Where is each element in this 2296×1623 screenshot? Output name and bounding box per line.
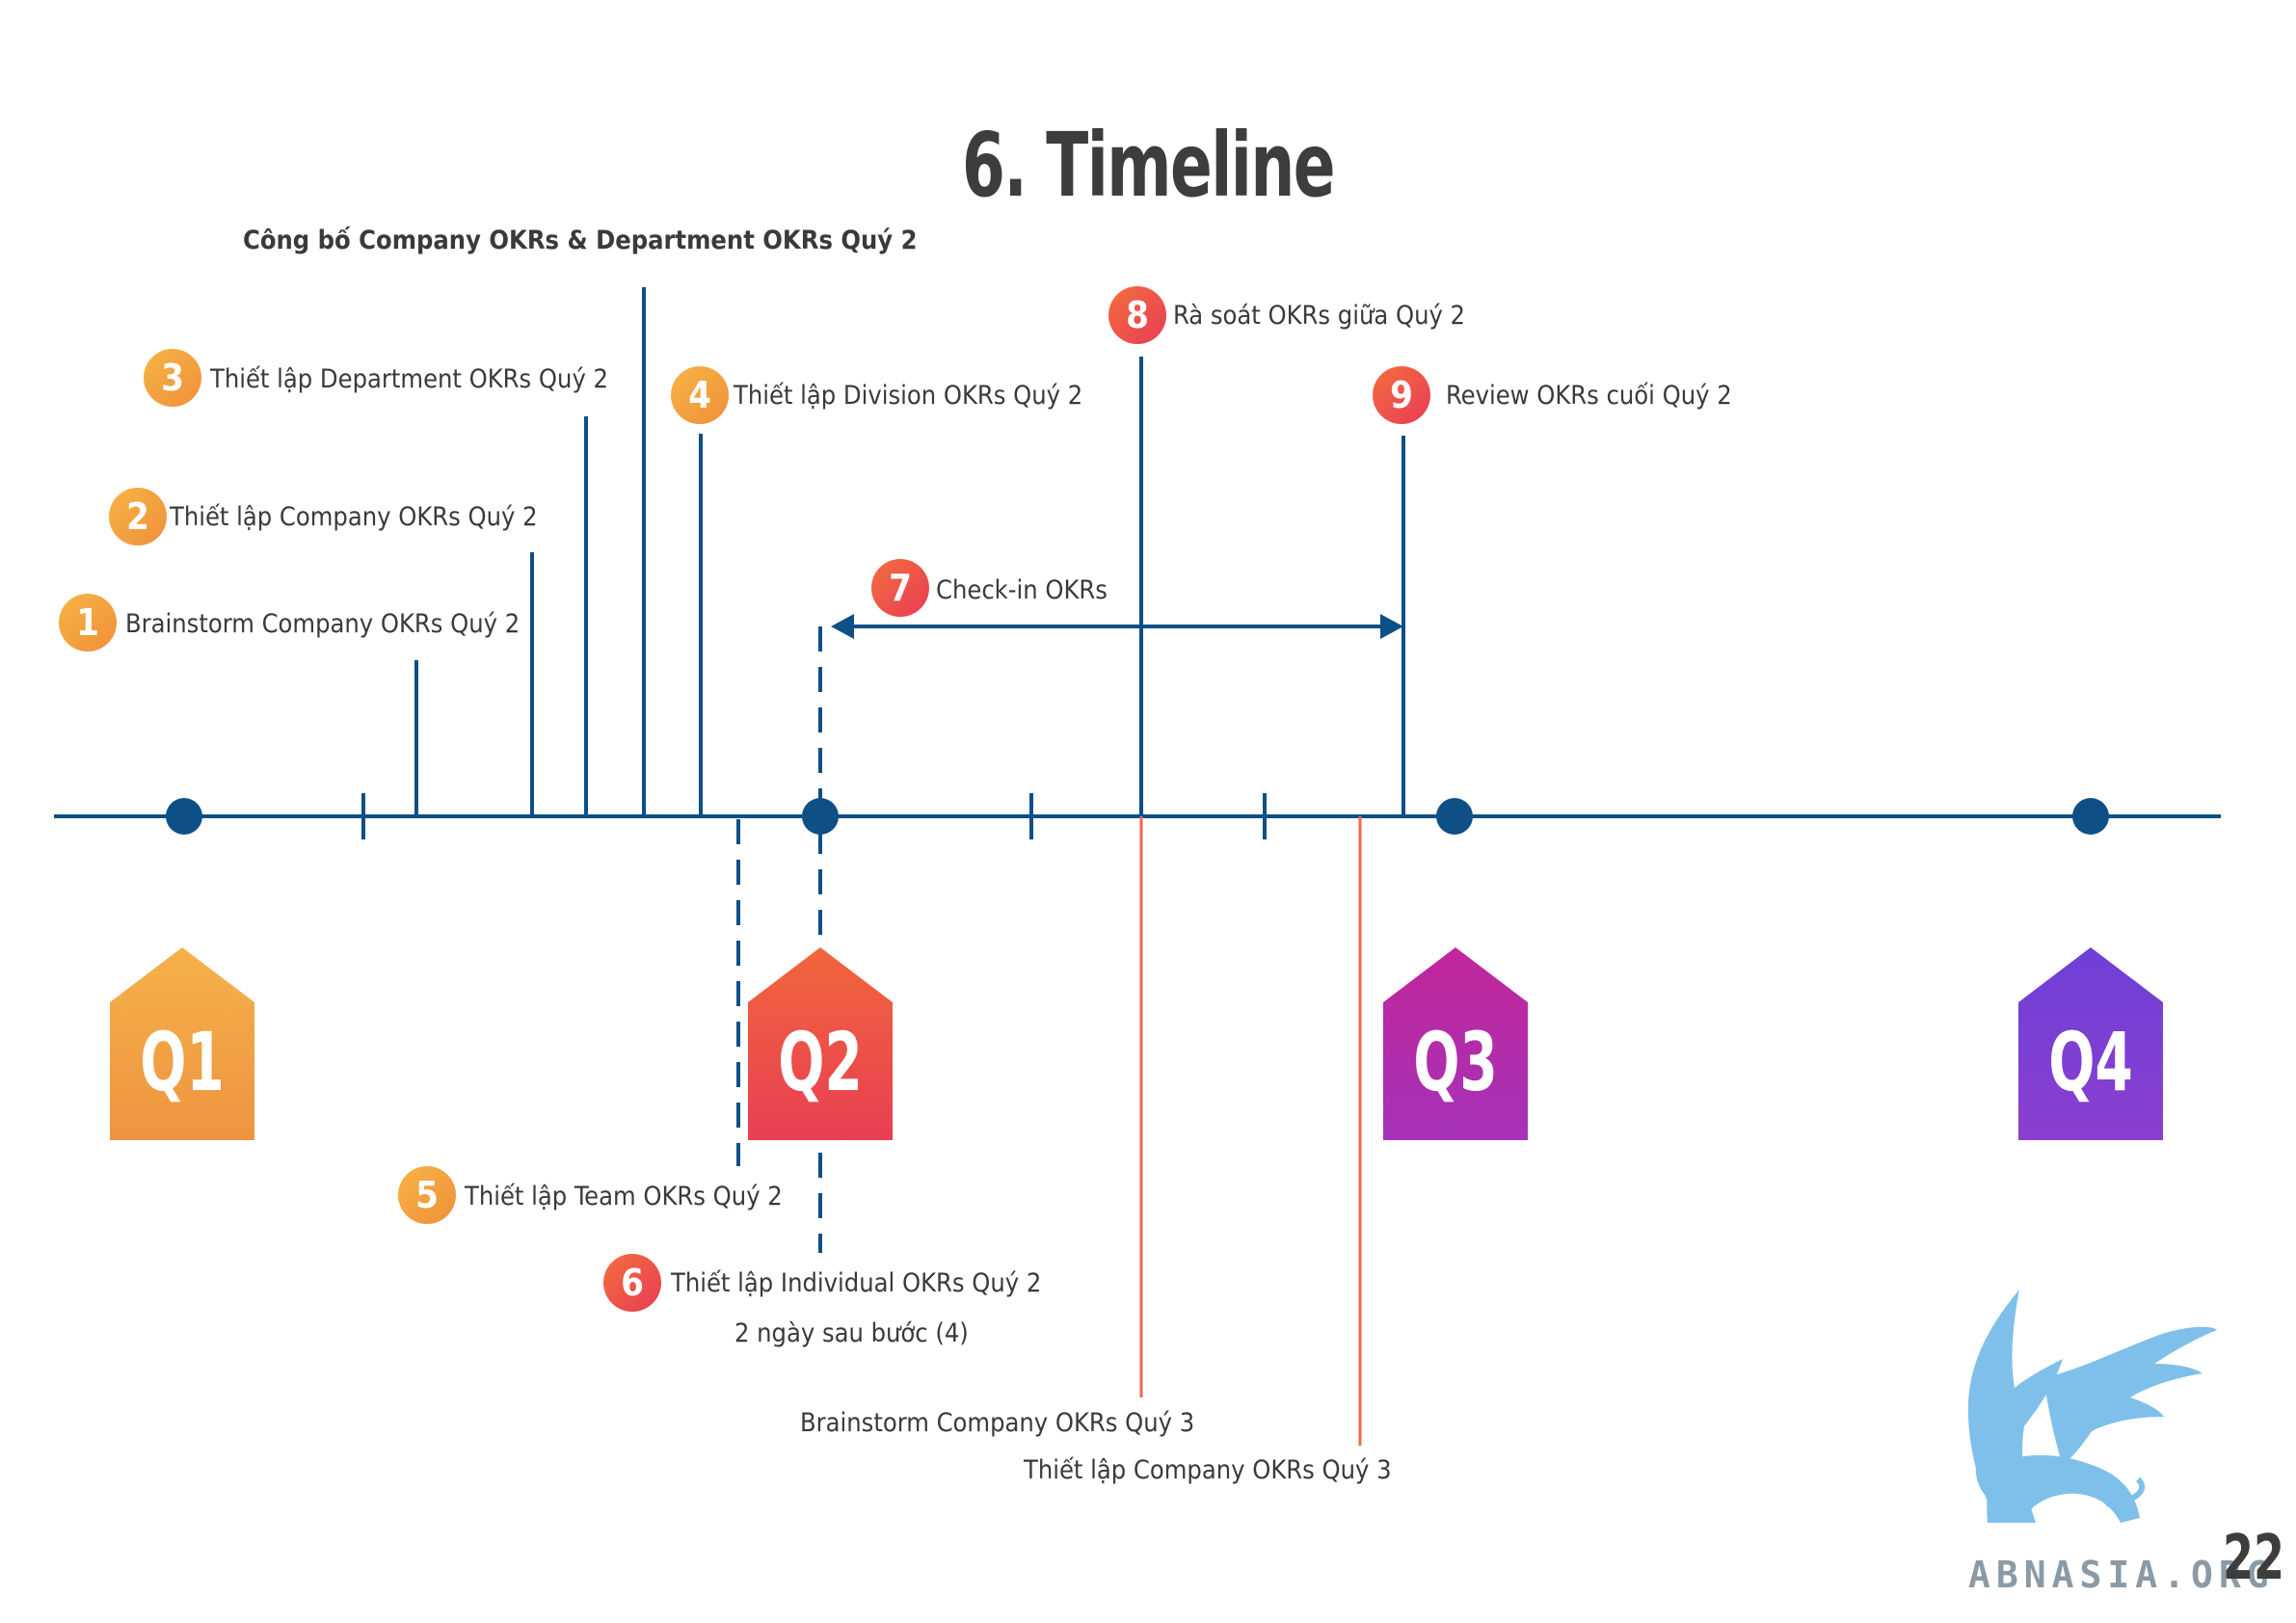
- step-4-label: Thiết lập Division OKRs Quý 2: [734, 381, 1083, 411]
- step-4-badge: 4: [671, 366, 729, 424]
- q1-marker: [110, 947, 254, 1140]
- q1-label: Q1: [140, 1015, 225, 1109]
- step-1-badge: 1: [59, 594, 117, 652]
- step-8-badge: 8: [1108, 286, 1166, 344]
- step-1-label: Brainstorm Company OKRs Quý 2: [125, 609, 521, 639]
- q3-dot: [1436, 798, 1473, 835]
- step-6-badge: 6: [603, 1254, 661, 1312]
- step-3-label: Thiết lập Department OKRs Quý 2: [210, 364, 608, 394]
- step-2-label: Thiết lập Company OKRs Quý 2: [170, 502, 538, 532]
- q2-marker: [748, 947, 893, 1140]
- q1-dot: [166, 798, 202, 835]
- step-5-badge: 5: [398, 1166, 456, 1224]
- griffin-logo-icon: [1967, 1290, 2217, 1523]
- slide-title: 6. Timeline: [962, 114, 1336, 217]
- q4-marker: [2018, 947, 2163, 1140]
- logo-text: ABNASIA.ORG: [1968, 1554, 2275, 1596]
- q3-marker: [1383, 947, 1528, 1140]
- q4-label: Q4: [2048, 1015, 2133, 1109]
- step-6-sub-label: 2 ngày sau bước (4): [734, 1318, 969, 1348]
- step-3-badge: 3: [144, 349, 201, 407]
- q2-label: Q2: [778, 1015, 863, 1109]
- q2-dot: [802, 798, 839, 835]
- step-7-badge: 7: [871, 559, 929, 617]
- step-9-label: Review OKRs cuối Quý 2: [1446, 381, 1732, 411]
- announce-label: Công bố Company OKRs & Department OKRs Q…: [243, 226, 918, 255]
- checkin-arrow-head-left: [831, 614, 854, 639]
- step-9-badge: 9: [1373, 366, 1430, 424]
- q3-brainstorm-label: Brainstorm Company OKRs Quý 3: [800, 1408, 1195, 1438]
- q3-setup-label: Thiết lập Company OKRs Quý 3: [1024, 1455, 1392, 1485]
- q4-dot: [2072, 798, 2109, 835]
- q3-label: Q3: [1413, 1015, 1498, 1109]
- step-2-badge: 2: [109, 488, 167, 545]
- page-number: 22: [2222, 1523, 2284, 1594]
- step-5-label: Thiết lập Team OKRs Quý 2: [465, 1182, 783, 1211]
- step-6-label: Thiết lập Individual OKRs Quý 2: [671, 1268, 1042, 1298]
- checkin-arrow-head-right: [1380, 614, 1403, 639]
- step-8-label: Rà soát OKRs giữa Quý 2: [1173, 301, 1466, 331]
- step-7-label: Check-in OKRs: [936, 575, 1108, 605]
